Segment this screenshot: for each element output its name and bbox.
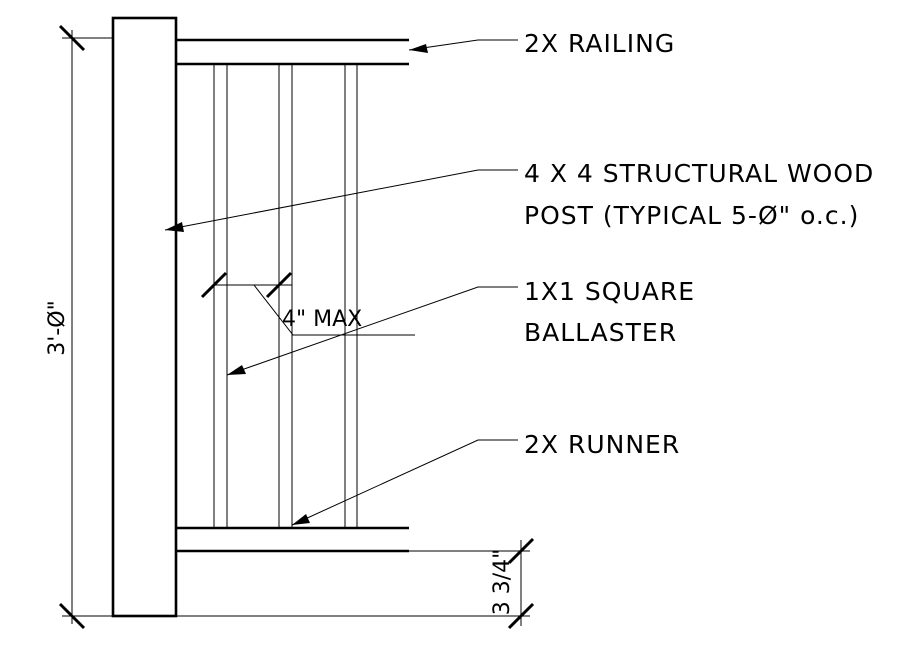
baluster-label-line2: BALLASTER [524,318,677,347]
post-label-line1: 4 X 4 STRUCTURAL WOOD [524,159,874,188]
runner-label: 2X RUNNER [524,430,680,459]
dimension-tick [58,24,86,52]
baluster [278,64,293,528]
dimension-tick [507,602,535,630]
dimension-tick [200,271,228,299]
dimension-tick [507,537,535,565]
dimension-tick [265,271,293,299]
baluster [344,64,358,528]
baluster [213,64,228,528]
top-railing [176,38,409,66]
bottom-gap-dimension-text: 3 3/4" [490,549,515,616]
baluster-leader [226,286,518,376]
runner-leader [291,439,518,526]
spacing-dimension-text: 4" MAX [282,307,362,332]
height-dimension: 3'-Ø" [45,24,113,630]
post-leader [164,169,518,232]
baluster-label-line1: 1X1 SQUARE [524,277,695,306]
height-dimension-text: 3'-Ø" [45,300,70,355]
bottom-gap-dimension: 3 3/4" [176,537,535,630]
post [111,16,178,618]
post-label-line2: POST (TYPICAL 5-Ø" o.c.) [524,201,859,230]
railing-label: 2X RAILING [524,29,675,58]
spacing-dimension: 4" MAX [200,271,415,336]
balusters [213,64,358,528]
railing-leader [408,39,518,53]
bottom-runner [176,526,409,553]
dimension-tick [58,602,86,630]
